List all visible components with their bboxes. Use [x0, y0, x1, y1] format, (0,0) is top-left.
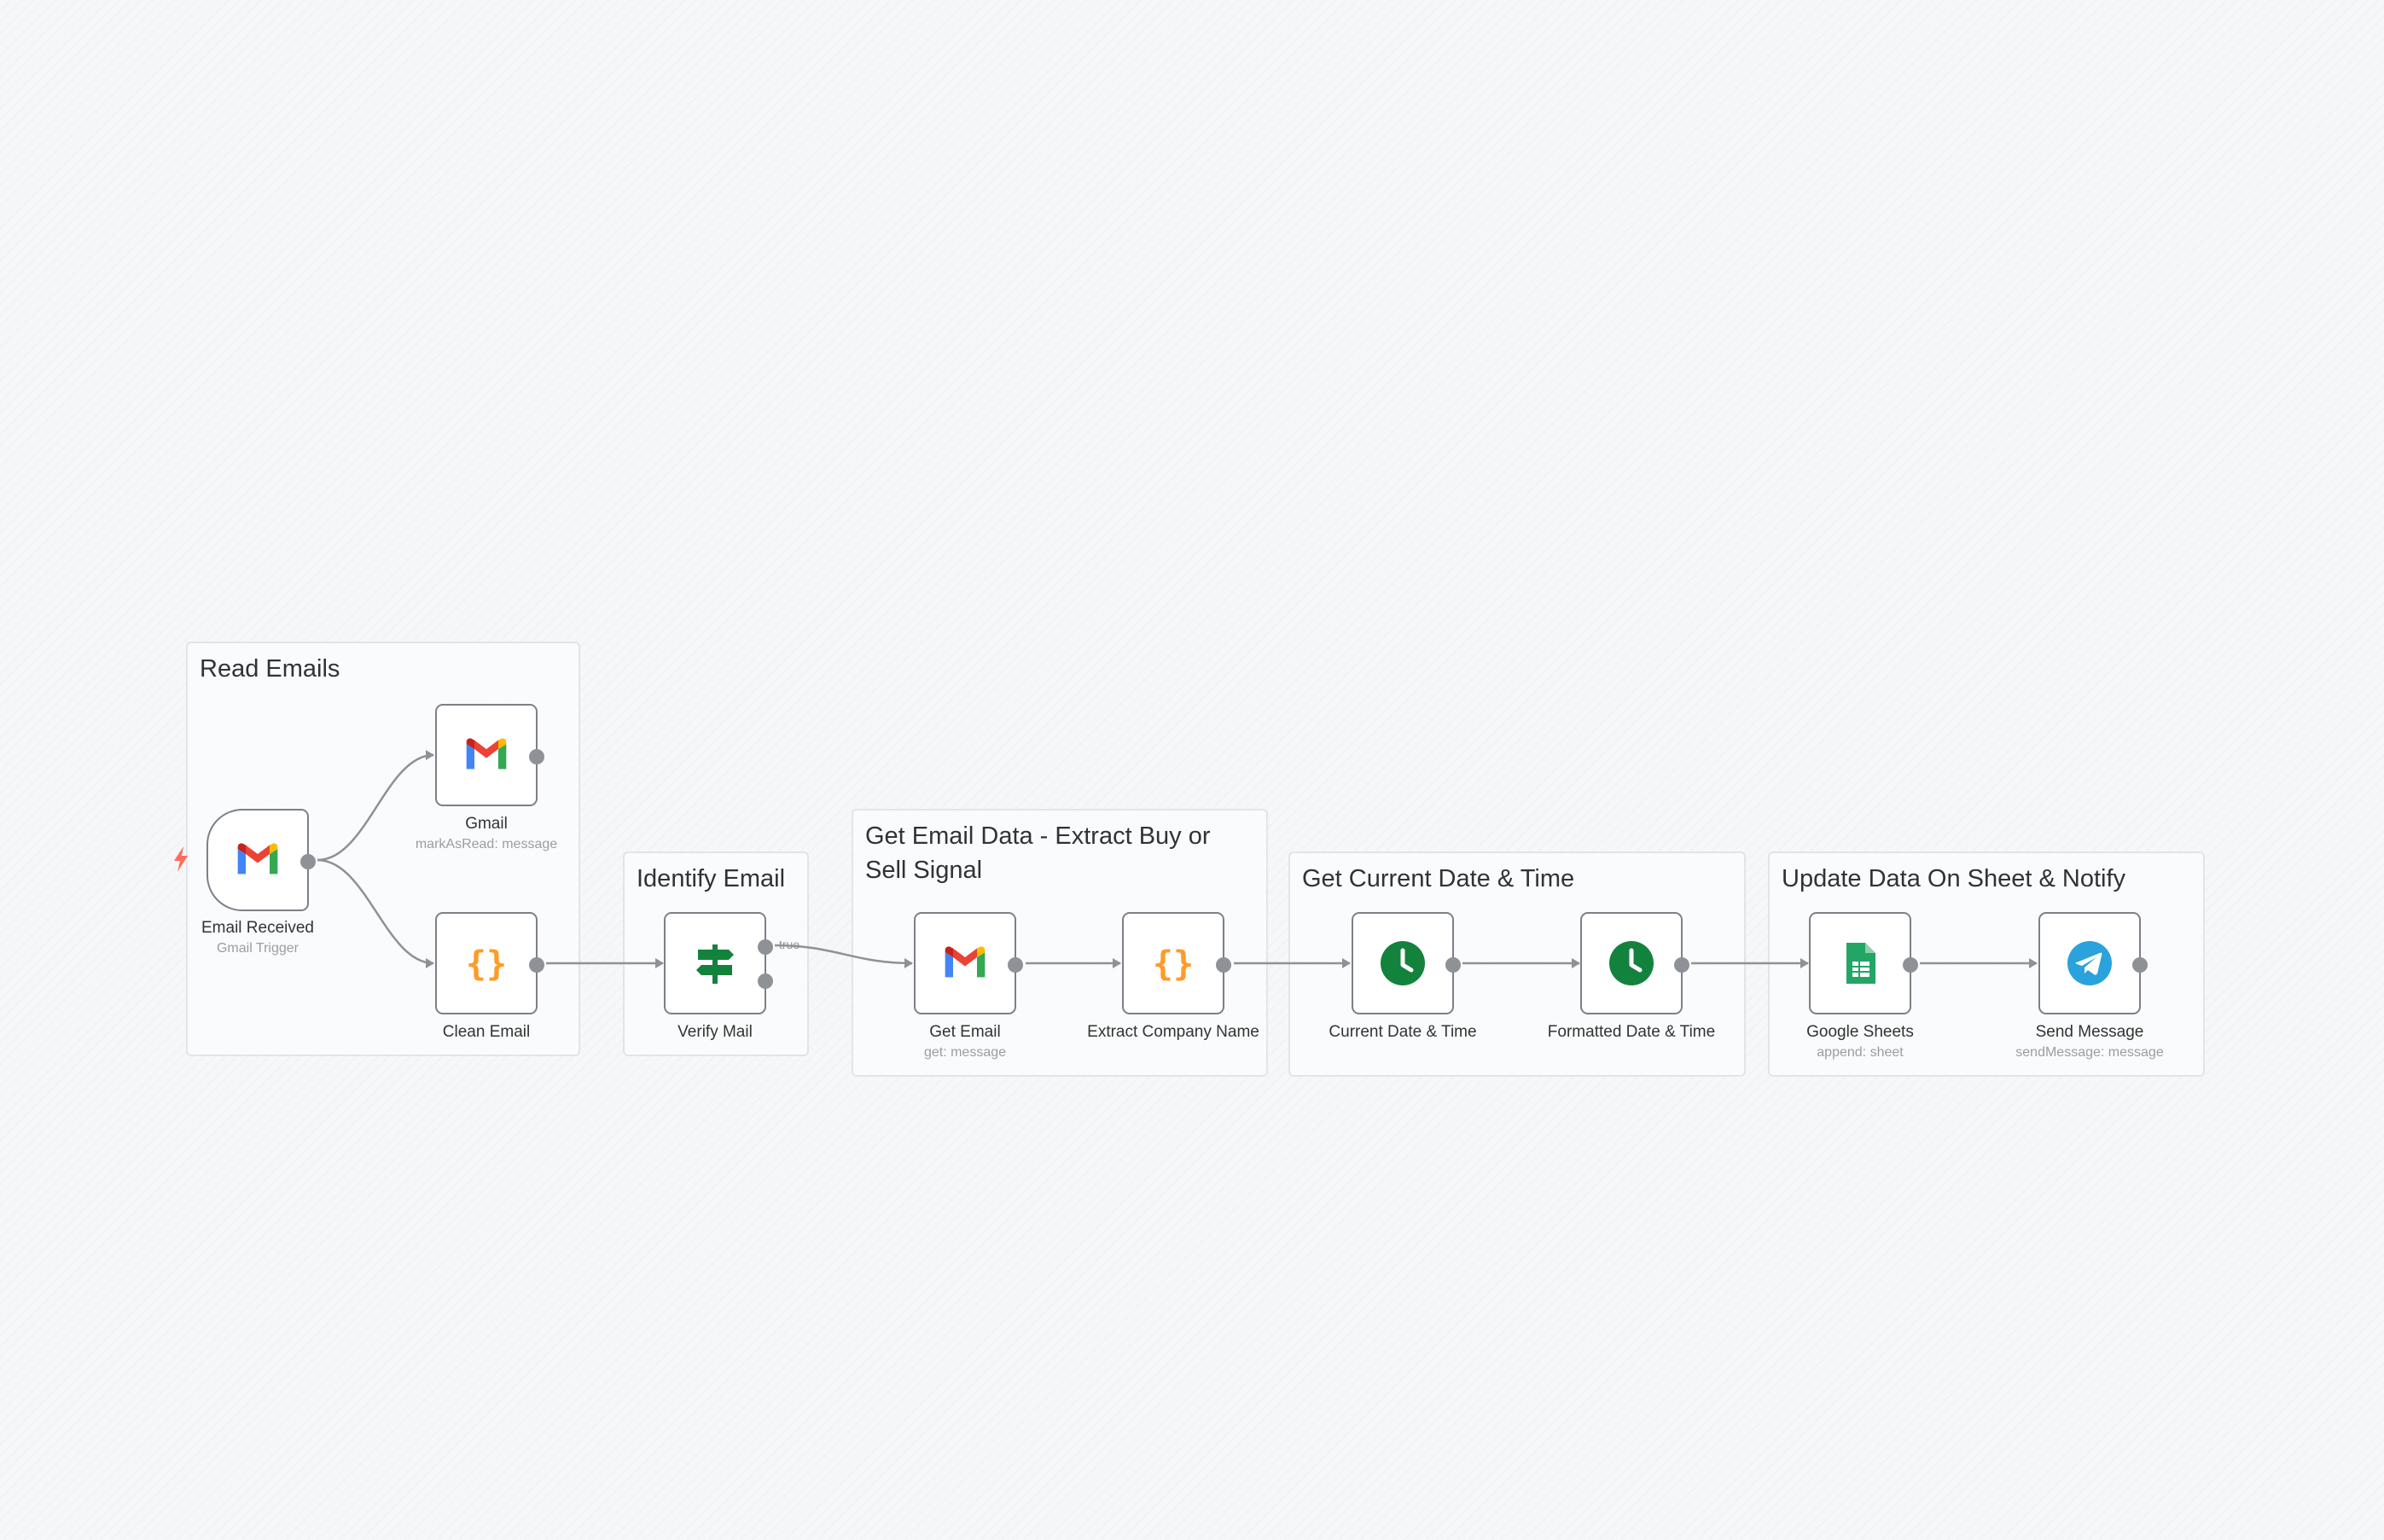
output-port[interactable] [1445, 957, 1461, 973]
gmail-icon [941, 939, 989, 987]
gmail-icon [462, 731, 510, 779]
signpost-icon [691, 939, 739, 987]
connection-line [774, 944, 913, 968]
node-label: Current Date & Time [1329, 1023, 1477, 1041]
output-port-true[interactable] [758, 939, 773, 955]
code-braces-icon: {} [1149, 939, 1197, 987]
node-subtitle: Gmail Trigger [216, 941, 299, 956]
group-title: Get Current Date & Time [1302, 865, 1575, 892]
output-port-false[interactable] [758, 973, 773, 989]
output-port[interactable] [529, 749, 544, 764]
google-sheets-icon [1836, 939, 1884, 987]
node-formatted-date-time[interactable] [1580, 912, 1689, 1014]
node-label: Get Email [929, 1023, 1001, 1041]
branch-label-true: true [779, 938, 800, 951]
node-google-sheets[interactable] [1809, 912, 1918, 1014]
group-title: Get Email Data - Extract Buy or Sell Sig… [865, 822, 1211, 884]
node-subtitle: markAsRead: message [415, 837, 558, 851]
output-port[interactable] [1903, 957, 1918, 973]
output-port[interactable] [2132, 957, 2148, 973]
node-subtitle: get: message [923, 1045, 1007, 1060]
trigger-bolt-icon [174, 846, 188, 872]
node-extract-company-name[interactable]: {} [1122, 912, 1231, 1014]
node-subtitle: sendMessage: message [2015, 1045, 2164, 1060]
svg-text:{}: {} [1153, 944, 1194, 984]
node-subtitle: append: sheet [1817, 1045, 1904, 1060]
node-verify-mail[interactable] [664, 912, 773, 1014]
clock-icon [1608, 939, 1655, 987]
output-port[interactable] [529, 957, 544, 973]
node-label: Clean Email [442, 1023, 531, 1041]
svg-text:{}: {} [466, 944, 507, 984]
node-clean-email[interactable]: {} [435, 912, 544, 1014]
node-gmail[interactable] [435, 704, 544, 806]
connection-line [317, 750, 434, 862]
node-label: Formatted Date & Time [1547, 1023, 1716, 1041]
node-label: Verify Mail [677, 1023, 753, 1041]
group-get-email-data[interactable]: Get Email Data - Extract Buy or Sell Sig… [852, 809, 1268, 1077]
output-port[interactable] [300, 854, 316, 869]
node-label: Extract Company Name [1087, 1023, 1259, 1041]
code-braces-icon: {} [462, 939, 510, 987]
output-port[interactable] [1674, 957, 1689, 973]
clock-icon [1379, 939, 1427, 987]
gmail-icon [234, 836, 282, 884]
telegram-icon [2066, 939, 2114, 987]
group-title: Identify Email [637, 865, 786, 892]
node-label: Gmail [465, 815, 508, 833]
node-get-email[interactable] [914, 912, 1023, 1014]
node-current-date-time[interactable] [1352, 912, 1461, 1014]
connection-line [317, 858, 434, 968]
output-port[interactable] [1008, 957, 1023, 973]
group-title: Update Data On Sheet & Notify [1782, 865, 2125, 892]
node-label: Send Message [2035, 1023, 2144, 1041]
output-port[interactable] [1216, 957, 1231, 973]
group-title: Read Emails [200, 655, 340, 683]
node-send-message[interactable] [2038, 912, 2148, 1014]
node-label: Google Sheets [1806, 1023, 1914, 1041]
node-email-received[interactable] [206, 809, 316, 911]
node-label: Email Received [201, 919, 314, 937]
